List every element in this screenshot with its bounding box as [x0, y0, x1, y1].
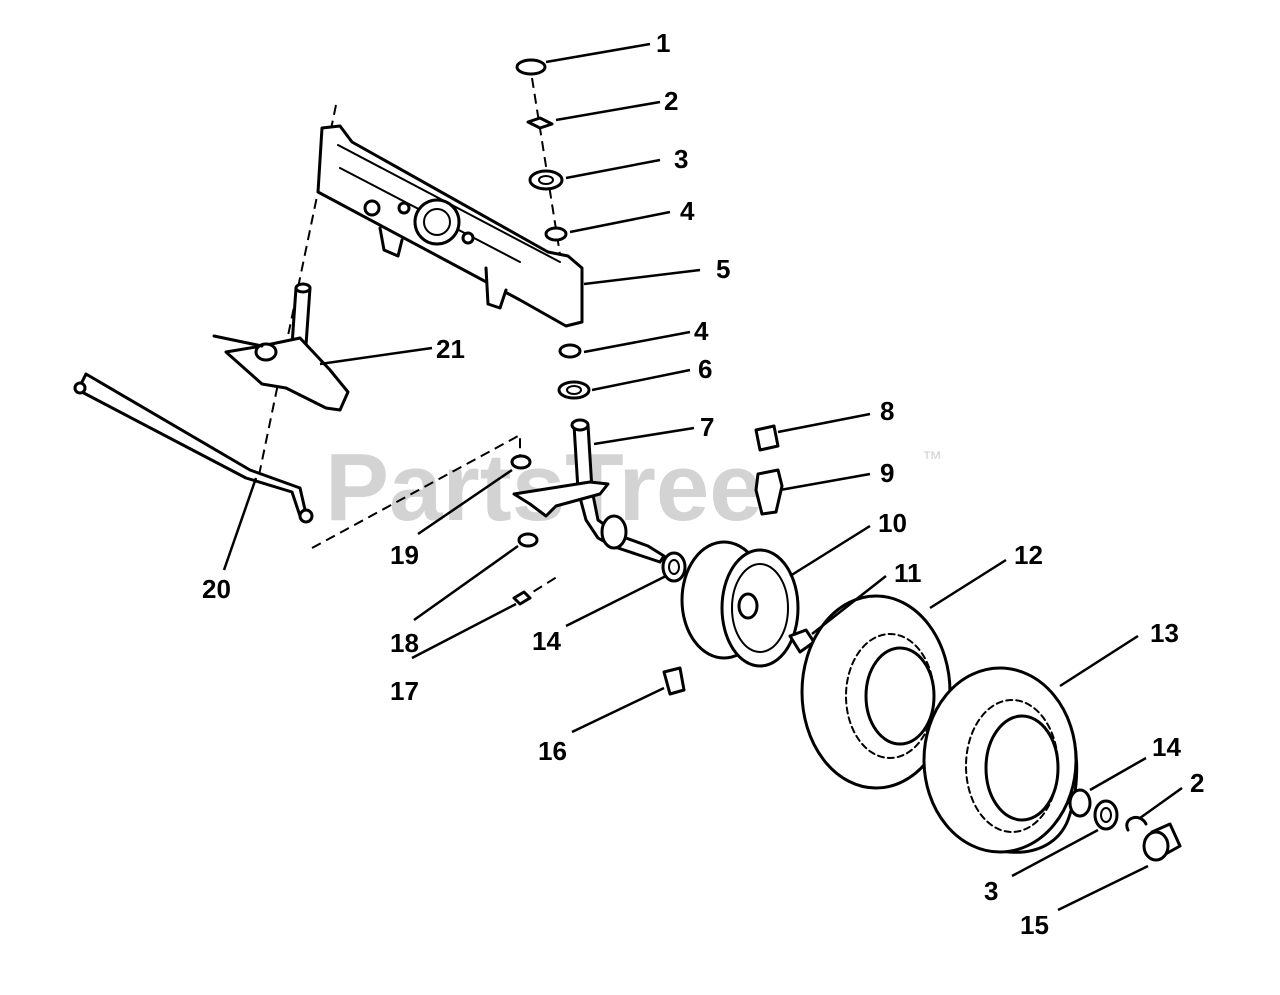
- callout-13: 13: [1150, 618, 1179, 648]
- part-15-hub-cap: [1142, 822, 1182, 862]
- callout-5: 5: [716, 254, 730, 284]
- callout-12: 12: [1014, 540, 1043, 570]
- part-3-washer-right: [1093, 799, 1119, 831]
- part-3-washer: [528, 169, 564, 191]
- callout-1: 1: [656, 28, 670, 58]
- callout-20: 20: [202, 574, 231, 604]
- part-10-wheel-rim: [680, 540, 800, 668]
- callout-8: 8: [880, 396, 894, 426]
- callout-3-right: 3: [984, 876, 998, 906]
- callout-15: 15: [1020, 910, 1049, 940]
- part-12-tire: [800, 594, 952, 790]
- part-8-valve-cap: [754, 424, 780, 452]
- callout-4-upper: 4: [680, 196, 695, 226]
- callout-6: 6: [698, 354, 712, 384]
- part-6-washer: [557, 380, 591, 400]
- callout-21: 21: [436, 334, 465, 364]
- part-4-bushing-upper: [544, 226, 568, 242]
- part-19-nut: [510, 454, 532, 470]
- callout-3: 3: [674, 144, 688, 174]
- part-4-bushing-lower: [558, 343, 582, 359]
- part-13-tire: [922, 666, 1079, 854]
- callout-4-lower: 4: [694, 316, 709, 346]
- part-16-grease-fitting: [662, 666, 686, 696]
- callout-11: 11: [894, 558, 922, 588]
- part-18-washer: [517, 532, 539, 548]
- callout-17: 17: [390, 676, 419, 706]
- callout-2: 2: [664, 86, 678, 116]
- part-17-cotter-pin: [512, 590, 532, 606]
- part-9-valve-stem: [754, 468, 784, 516]
- part-14-washer-right: [1068, 788, 1092, 818]
- callout-14-left: 14: [532, 626, 561, 656]
- part-2-retaining-ring: [526, 116, 554, 130]
- part-1-hub-cap: [515, 58, 547, 76]
- watermark-text: PartsTree: [325, 434, 763, 541]
- front-axle: [316, 124, 584, 328]
- part-20-tie-rod: [73, 372, 314, 524]
- part-21-spindle-left: [212, 282, 350, 412]
- callout-9: 9: [880, 458, 894, 488]
- callout-10: 10: [878, 508, 907, 538]
- part-14-washer: [661, 551, 687, 583]
- callout-18: 18: [390, 628, 419, 658]
- part-7-spindle-right: [512, 418, 666, 564]
- callout-7: 7: [700, 412, 714, 442]
- callout-19: 19: [390, 540, 419, 570]
- callout-2-right: 2: [1190, 768, 1204, 798]
- callout-14-right: 14: [1152, 732, 1181, 762]
- part-2-retaining-ring-right: [1125, 815, 1148, 832]
- watermark-trademark: ™: [922, 448, 942, 470]
- callout-16: 16: [538, 736, 567, 766]
